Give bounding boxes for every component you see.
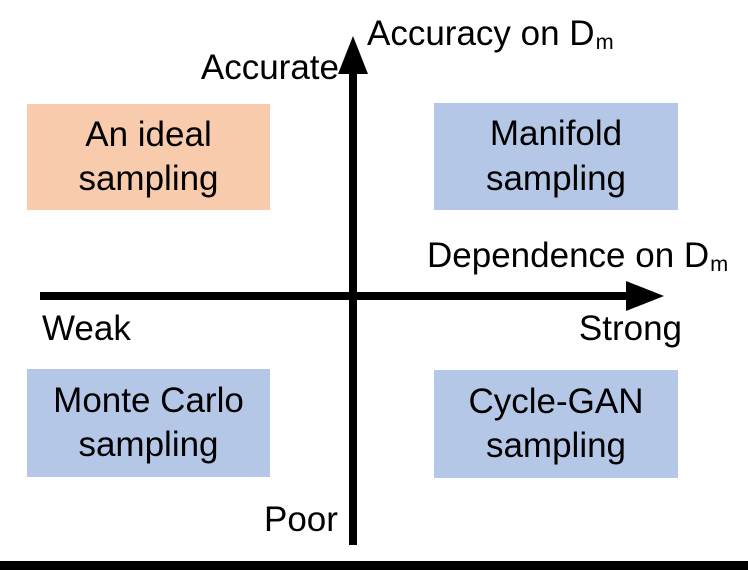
quadrant-label: An ideal sampling (78, 114, 219, 198)
quadrant-box-cycle-gan-sampling: Cycle-GAN sampling (434, 370, 678, 478)
x-axis-arrowhead-icon (626, 281, 664, 311)
quadrant-box-ideal-sampling: An ideal sampling (27, 104, 270, 210)
y-axis-arrowhead-icon (338, 36, 368, 74)
y-axis-title-text: Accuracy on D (367, 14, 595, 53)
quadrant-label: Monte Carlo sampling (53, 380, 244, 464)
quadrant-box-monte-carlo-sampling: Monte Carlo sampling (27, 369, 270, 477)
x-axis-title-text: Dependence on D (427, 236, 710, 275)
y-axis-title-subscript: m (595, 28, 614, 54)
x-axis-title-subscript: m (710, 250, 729, 276)
quadrant-label: Manifold sampling (485, 114, 627, 198)
bottom-border-bar (0, 561, 748, 570)
x-axis-high-label: Strong (578, 309, 682, 348)
y-axis-high-label: Accurate (200, 48, 339, 87)
quadrant-box-manifold-sampling: Manifold sampling (434, 103, 678, 210)
y-axis-low-label: Poor (264, 500, 338, 539)
x-axis-low-label: Weak (42, 309, 131, 348)
quadrant-label: Cycle-GAN sampling (468, 381, 644, 465)
x-axis-title: Dependence on Dm (427, 236, 728, 276)
y-axis-title: Accuracy on Dm (367, 14, 614, 54)
